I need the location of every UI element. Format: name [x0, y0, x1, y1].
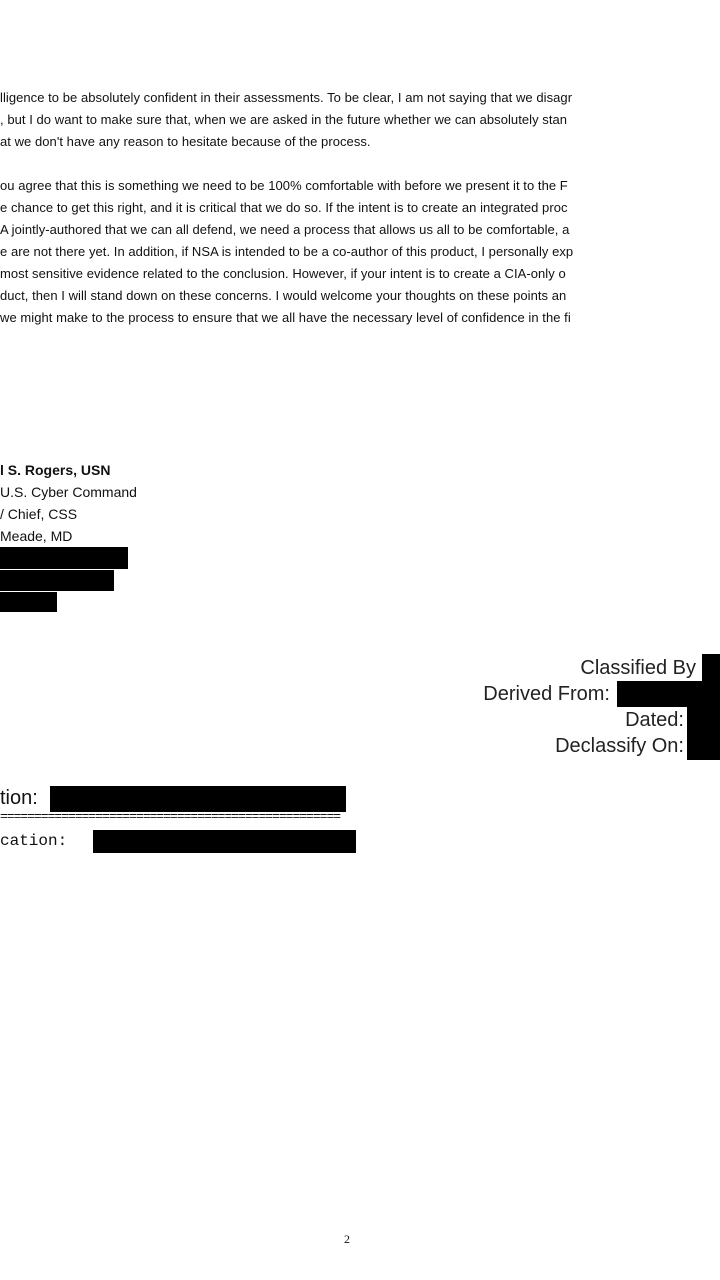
- redaction-bar: [687, 705, 720, 760]
- paragraph-line: e chance to get this right, and it is cr…: [0, 200, 568, 215]
- paragraph-line: most sensitive evidence related to the c…: [0, 266, 566, 281]
- signature-title: / Chief, CSS: [0, 506, 78, 522]
- field-label: tion:: [0, 787, 38, 809]
- paragraph-line: ou agree that this is something we need …: [0, 178, 568, 193]
- redaction-bar: [0, 570, 114, 591]
- redaction-bar: [50, 786, 346, 812]
- redaction-bar: [0, 592, 57, 612]
- derived-from-label: Derived From:: [483, 683, 610, 705]
- classified-by-label: Classified By: [580, 657, 696, 679]
- redaction-bar: [617, 681, 703, 707]
- dated-label: Dated:: [625, 709, 684, 731]
- signature-name: l S. Rogers, USN: [0, 462, 111, 478]
- paragraph-line: duct, then I will stand down on these co…: [0, 288, 567, 303]
- signature-title: U.S. Cyber Command: [0, 484, 137, 500]
- redaction-bar: [93, 830, 356, 853]
- paragraph-line: , but I do want to make sure that, when …: [0, 112, 568, 127]
- redaction-bar: [0, 547, 128, 569]
- paragraph-line: we might make to the process to ensure t…: [0, 310, 571, 325]
- paragraph-line: at we don't have any reason to hesitate …: [0, 134, 371, 149]
- paragraph-line: A jointly-authored that we can all defen…: [0, 222, 570, 237]
- divider-line: ========================================…: [0, 809, 341, 824]
- signature-location: Meade, MD: [0, 528, 73, 544]
- field-label: cation:: [0, 832, 68, 850]
- paragraph-line: lligence to be absolutely confident in t…: [0, 90, 573, 105]
- paragraph-line: e are not there yet. In addition, if NSA…: [0, 244, 574, 259]
- declassify-on-label: Declassify On:: [555, 735, 684, 757]
- page-number: 2: [344, 1232, 350, 1246]
